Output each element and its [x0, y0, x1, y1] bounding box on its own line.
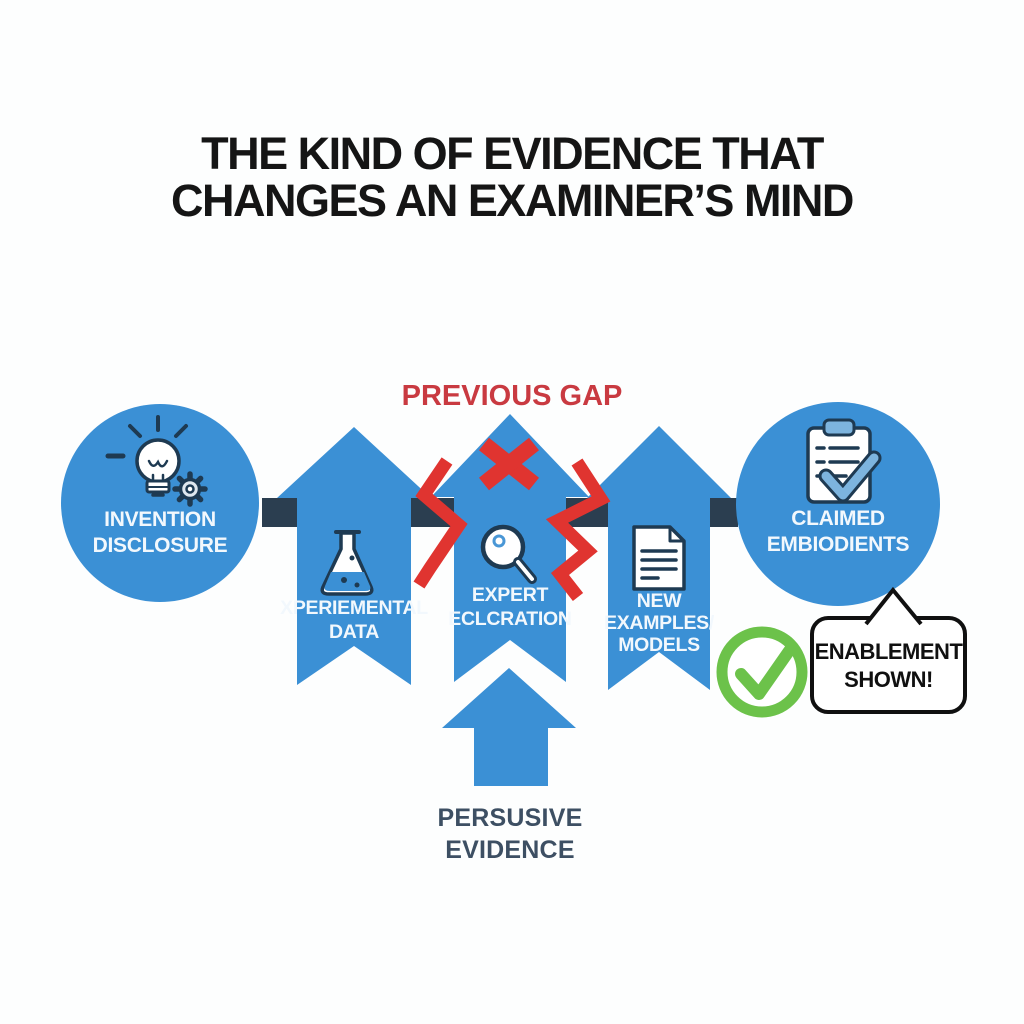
invention-disclosure-circle	[61, 404, 259, 602]
enablement-callout-text: ENABLEMENT SHOWN!	[814, 639, 963, 692]
title-line-2: CHANGES AN EXAMINER’S MIND	[171, 175, 854, 226]
persuasive-evidence-label: PERSUSIVE EVIDENCE	[437, 804, 583, 864]
lightning-bolt-left-icon	[413, 457, 468, 589]
title-line-1: THE KIND OF EVIDENCE THAT	[201, 128, 824, 179]
red-x-icon	[479, 437, 539, 491]
green-check-circle-icon	[716, 626, 808, 718]
document-icon	[632, 525, 686, 591]
expert-declaration-label: EXPERT ECLCRATION	[448, 584, 572, 630]
magnifier-icon	[480, 524, 537, 584]
persuasive-evidence-arrow	[442, 668, 576, 786]
experimental-data-label: XPERIEMENTAL DATA	[280, 597, 428, 643]
lightbulb-gear-icon	[105, 415, 208, 507]
page-title: THE KIND OF EVIDENCE THAT CHANGES AN EXA…	[0, 130, 1024, 224]
claimed-embodiments-circle	[736, 402, 940, 606]
clipboard-check-icon	[806, 418, 882, 504]
speech-bubble-tail	[864, 586, 923, 626]
new-examples-label: NEW EXAMPLES/ MODELS	[604, 590, 714, 656]
invention-disclosure-label: INVENTION DISCLOSURE	[92, 508, 228, 557]
claimed-embodiments-label: CLAIMED EMBIODIENTS	[766, 507, 910, 556]
previous-gap-label: PREVIOUS GAP	[401, 380, 623, 412]
lightning-bolt-right-icon	[545, 458, 611, 602]
flask-icon	[320, 530, 374, 596]
speech-bubble	[810, 586, 967, 714]
